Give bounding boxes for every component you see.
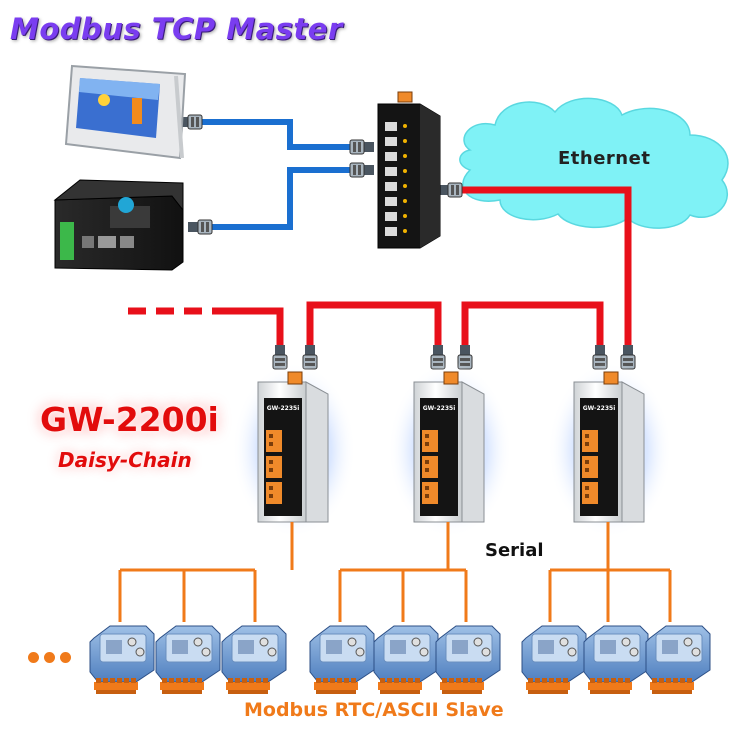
diagram-title: Modbus TCP Master: [10, 12, 343, 46]
slave-module-icon: [583, 625, 649, 695]
controller-icon: [53, 179, 184, 271]
rj45-plug-icon: [349, 162, 375, 178]
gateway-icon: GW-2235i: [548, 362, 672, 538]
slave-label: Modbus RTC/ASCII Slave: [244, 699, 504, 721]
more-slaves-ellipsis: [28, 648, 76, 667]
svg-text:GW-2235i: GW-2235i: [583, 405, 616, 412]
gateway-name: GW-2200i: [40, 400, 219, 439]
master-cables: [195, 119, 355, 230]
serial-buses: [118, 522, 672, 622]
gateway-group: GW-2235i GW-2235i GW-2235i: [232, 362, 672, 538]
svg-text:GW-2235i: GW-2235i: [267, 405, 300, 412]
slave-module-icon: [221, 625, 287, 695]
ethernet-label: Ethernet: [558, 148, 651, 169]
switch-icon: [377, 91, 441, 249]
slave-group: [89, 625, 711, 695]
slave-module-icon: [309, 625, 375, 695]
rj45-plug-icon: [437, 182, 463, 198]
rj45-plug-icon: [349, 139, 375, 155]
cloud-icon: [459, 97, 729, 229]
rj45-plug-icon: [187, 219, 213, 235]
slave-module-icon: [155, 625, 221, 695]
slave-module-icon: [435, 625, 501, 695]
touch-panel-icon: [64, 64, 187, 160]
daisy-chain-cables: [128, 186, 632, 345]
gateway-mode: Daisy-Chain: [58, 448, 192, 472]
gateway-icon: GW-2235i: [232, 362, 356, 538]
slave-module-icon: [89, 625, 155, 695]
slave-module-icon: [521, 625, 587, 695]
svg-text:GW-2235i: GW-2235i: [423, 405, 456, 412]
slave-module-icon: [645, 625, 711, 695]
gateway-icon: GW-2235i: [388, 362, 512, 538]
slave-module-icon: [373, 625, 439, 695]
serial-label: Serial: [485, 540, 544, 561]
